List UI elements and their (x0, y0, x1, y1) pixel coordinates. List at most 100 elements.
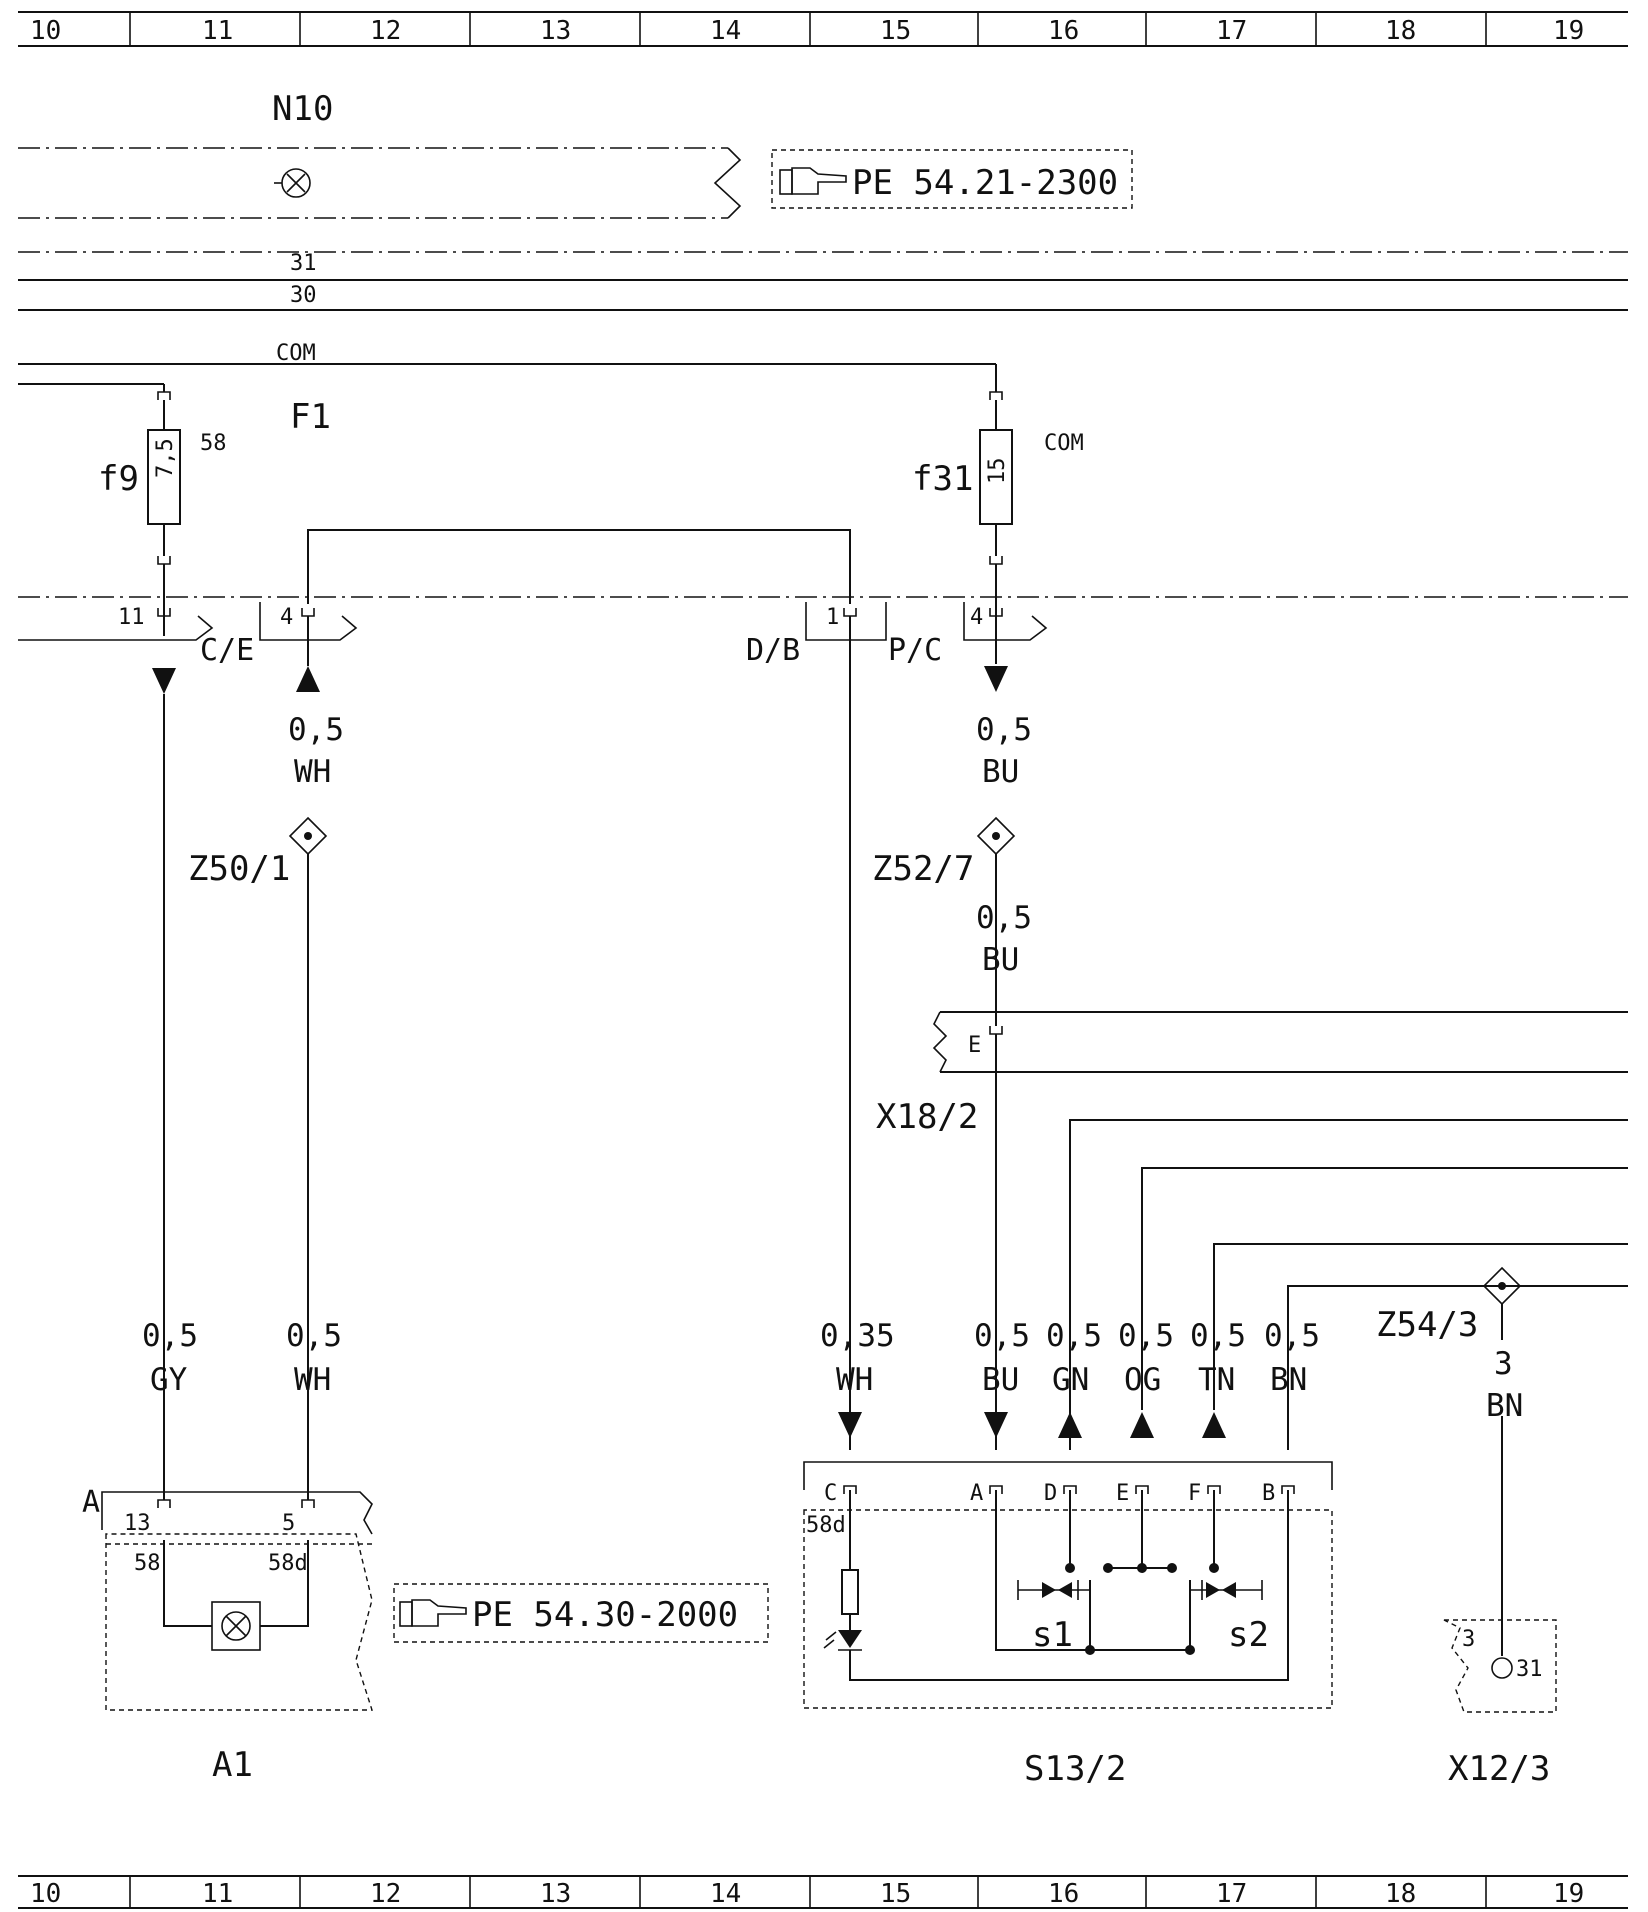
wire-wh035-color: WH (836, 1362, 873, 1398)
bus-com-label: COM (276, 341, 316, 366)
s13-arrows (838, 1412, 1226, 1438)
grid-col-18-bottom: 18 (1385, 1879, 1416, 1909)
s13-pin-a: A (970, 1481, 983, 1506)
wire-tn-color: TN (1198, 1362, 1235, 1398)
grid-col-19-bottom: 19 (1553, 1879, 1584, 1909)
x12-pin: 3 (1462, 1627, 1475, 1652)
wire-gy-size: 0,5 (142, 1318, 198, 1354)
a1-label: A1 (212, 1745, 253, 1785)
pin-4a-label: 4 (280, 605, 293, 630)
wire-wh-color-lower: WH (294, 1362, 331, 1398)
top-grid-ruler: 10 11 12 13 14 15 16 17 18 19 (18, 11, 1628, 47)
switch-s2-label: s2 (1228, 1615, 1269, 1655)
fuse-f31-name: f31 (912, 459, 973, 499)
fuse-f31-pin: COM (1044, 431, 1084, 456)
wire-tn-size: 0,5 (1190, 1318, 1246, 1354)
grid-col-18: 18 (1385, 16, 1416, 46)
connector-x18-2: E X18/2 (876, 1011, 1628, 1450)
s13-pin-f: F (1188, 1481, 1201, 1506)
fuse-f31-rating: 15 (985, 458, 1010, 485)
n10-label: N10 (272, 89, 333, 129)
arrow-down-icon (838, 1412, 862, 1438)
n10-module: N10 PE 54.21-2300 (18, 89, 1133, 219)
wire-bu2-color: BU (982, 942, 1019, 978)
a1-pin-5: 5 (282, 1511, 295, 1536)
connector-ce-label: C/E (200, 633, 254, 668)
arrow-up-icon (1202, 1412, 1226, 1438)
bottom-reference[interactable]: PE 54.30-2000 (393, 1583, 769, 1643)
fuse-box-f1: F1 f9 7,5 58 f31 15 COM (18, 391, 1628, 1450)
splice-z50-icon (288, 816, 328, 856)
s13-label: S13/2 (1024, 1749, 1126, 1789)
s13-pin-e: E (1116, 1481, 1129, 1506)
grid-col-11-bottom: 11 (202, 1879, 233, 1909)
a1-lamp-icon (211, 1601, 261, 1651)
arrow-up-icon (1058, 1412, 1082, 1438)
arrow-up-icon (296, 666, 320, 692)
wire-gn-size: 0,5 (1046, 1318, 1102, 1354)
arrow-up-icon (1130, 1412, 1154, 1438)
right-bus-wires (1069, 1119, 1628, 1450)
grid-col-12-bottom: 12 (370, 1879, 401, 1909)
grid-col-13: 13 (540, 16, 571, 46)
top-reference-box[interactable] (771, 149, 1133, 209)
pin-11-label: 11 (118, 605, 145, 630)
bus-30-label: 30 (290, 283, 317, 308)
s13-pin-b: B (1262, 1481, 1275, 1506)
fuse-f9-name: f9 (98, 459, 139, 499)
x12-term: 31 (1516, 1657, 1543, 1682)
grid-col-13-bottom: 13 (540, 1879, 571, 1909)
splice-z50-label: Z50/1 (188, 849, 290, 889)
grid-col-12: 12 (370, 16, 401, 46)
wire-gy[interactable] (152, 668, 176, 1300)
power-buses: 31 30 COM (18, 251, 1628, 392)
grid-col-10: 10 (30, 16, 61, 46)
splice-z52-icon (976, 816, 1016, 856)
switch-s2-icon (1185, 1580, 1263, 1655)
wire-bu-color-lower: BU (982, 1362, 1019, 1398)
pin-1-label: 1 (826, 605, 839, 630)
pin-4b-label: 4 (970, 605, 983, 630)
bottom-grid-ruler: 10 11 12 13 14 15 16 17 18 19 (18, 1875, 1628, 1909)
bottom-reference-text: PE 54.30-2000 (472, 1595, 738, 1635)
s13-term-58d: 58d (806, 1513, 846, 1538)
wire-wh-size-lower: 0,5 (286, 1318, 342, 1354)
wire-bn3-color: BN (1486, 1388, 1523, 1424)
splice-z54: Z54/3 (1376, 1266, 1522, 1656)
pointing-hand-icon (399, 1599, 467, 1627)
switch-s13-2: C A D E F B 58d (803, 1461, 1333, 1789)
fuse-f9: f9 7,5 58 (98, 391, 227, 565)
arrow-down-icon (984, 1412, 1008, 1438)
switch-s1-icon (1017, 1580, 1095, 1655)
connector-4b: 4 (963, 564, 1048, 664)
connector-4a: 4 (259, 602, 358, 666)
a1-term-58: 58 (134, 1551, 161, 1576)
grid-col-14-bottom: 14 (710, 1879, 741, 1909)
internal-jumper-wire (307, 529, 851, 604)
grid-col-16: 16 (1048, 16, 1079, 46)
wire-bu2-size: 0,5 (976, 900, 1032, 936)
grid-col-15: 15 (880, 16, 911, 46)
switch-s1-label: s1 (1032, 1615, 1073, 1655)
grid-col-19: 19 (1553, 16, 1584, 46)
wire-bn-color: BN (1270, 1362, 1307, 1398)
a1-term-58d: 58d (268, 1551, 308, 1576)
wire-wh-color-upper: WH (294, 754, 331, 790)
grid-col-17-bottom: 17 (1216, 1879, 1247, 1909)
grid-col-11: 11 (202, 16, 233, 46)
wire-wh035-size: 0,35 (820, 1318, 895, 1354)
bus-31-label: 31 (290, 251, 317, 276)
wire-bu-size-lower: 0,5 (974, 1318, 1030, 1354)
s13-pin-d: D (1044, 1481, 1057, 1506)
fuse-f9-rating: 7,5 (153, 438, 178, 478)
wire-bn3-size: 3 (1494, 1346, 1513, 1382)
wire-bu-upper[interactable]: 0,5 BU Z52/7 0,5 BU (872, 666, 1032, 1026)
s13-resistor-icon (841, 1569, 859, 1615)
fuse-f9-pin: 58 (200, 431, 227, 456)
x18-pin-e: E (968, 1033, 981, 1058)
wire-wh-upper[interactable]: 0,5 WH Z50/1 (188, 666, 344, 1300)
grid-col-15-bottom: 15 (880, 1879, 911, 1909)
connector-db-pc: 1 D/B P/C (746, 602, 942, 1450)
wire-bu1-color: BU (982, 754, 1019, 790)
x18-label: X18/2 (876, 1097, 978, 1137)
